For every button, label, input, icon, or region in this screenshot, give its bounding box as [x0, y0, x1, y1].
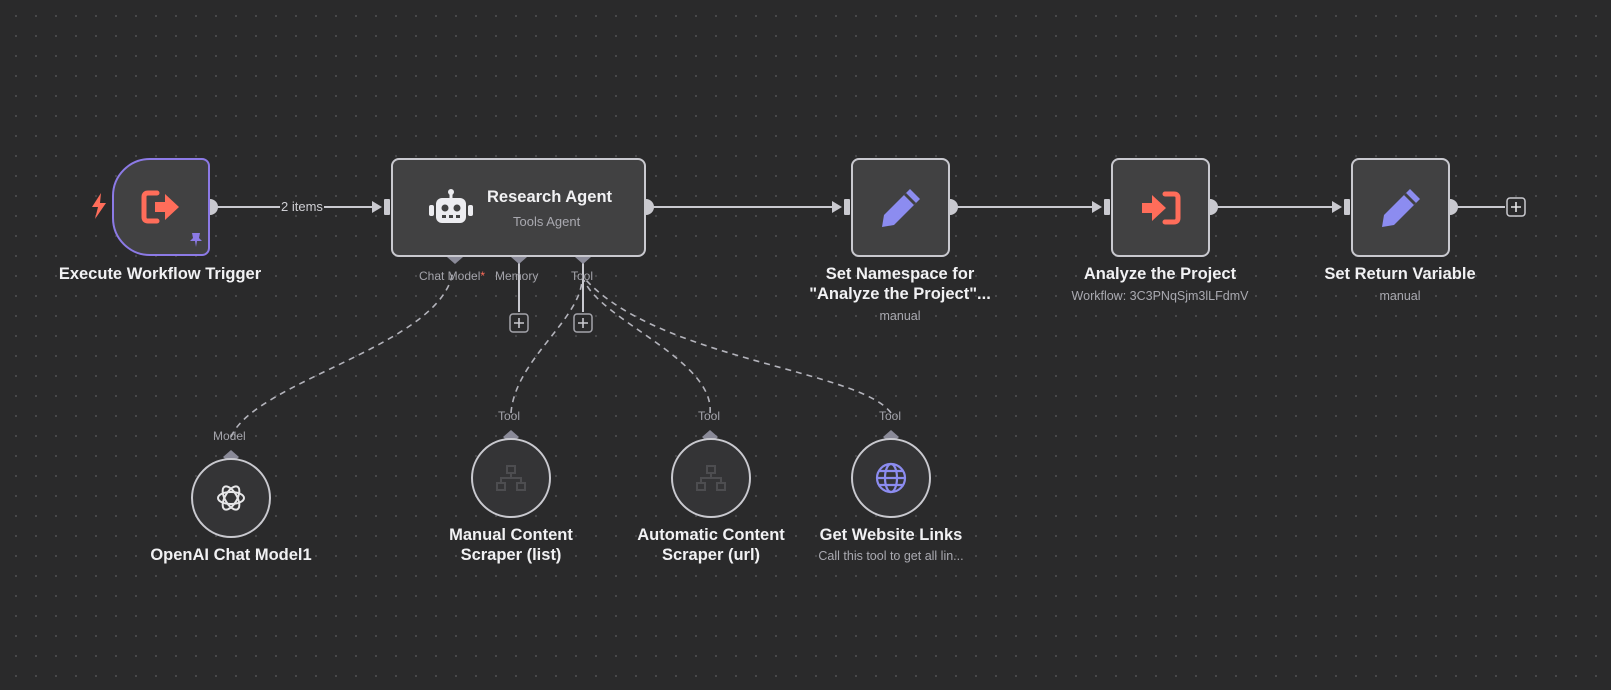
- add-node-button[interactable]: [1506, 197, 1526, 217]
- manual-content-scraper-label: Manual Content Scraper (list): [449, 526, 573, 564]
- pencil-icon: [1353, 160, 1448, 255]
- tool-port-label: Tool: [571, 269, 594, 283]
- pencil-icon: [853, 160, 948, 255]
- openai-chat-model-node[interactable]: [191, 458, 271, 538]
- memory-port-label: Memory: [495, 269, 539, 283]
- set-return-variable-node[interactable]: [1351, 158, 1450, 257]
- connection-links-tool: [585, 279, 892, 414]
- analyze-project-label: Analyze the Project: [1083, 265, 1237, 283]
- get-website-links-node[interactable]: [851, 438, 931, 518]
- sitemap-icon: [673, 440, 749, 516]
- set-namespace-label: Set Namespace for "Analyze the Project".…: [809, 265, 991, 303]
- get-website-links-label: Get Website Links: [819, 526, 963, 544]
- connection-auto-tool: [583, 279, 711, 414]
- globe-icon: [853, 440, 929, 516]
- add-memory-button[interactable]: [509, 313, 529, 333]
- openai-chat-model-label: OpenAI Chat Model1: [150, 546, 312, 564]
- edge-item-count: 2 items: [280, 199, 324, 214]
- research-agent-title: Research Agent: [487, 188, 613, 206]
- get-website-links-subtitle: Call this tool to get all lin...: [818, 549, 964, 563]
- auto-scraper-port-label: Tool: [698, 409, 721, 423]
- manual-scraper-port-label: Tool: [498, 409, 521, 423]
- add-tool-button[interactable]: [573, 313, 593, 333]
- sign-out-icon: [114, 160, 208, 254]
- automatic-content-scraper-label: Automatic Content Scraper (url): [637, 526, 785, 564]
- lightning-icon: [88, 192, 110, 220]
- sitemap-icon: [473, 440, 549, 516]
- research-agent-node[interactable]: Research Agent Tools Agent: [391, 158, 646, 257]
- execute-workflow-trigger-node[interactable]: [112, 158, 210, 256]
- openai-icon: [193, 460, 269, 536]
- research-agent-subtitle: Tools Agent: [513, 214, 581, 229]
- set-return-variable-subtitle: manual: [1379, 289, 1421, 303]
- robot-icon: [429, 188, 473, 226]
- execute-workflow-trigger-label: Execute Workflow Trigger: [58, 265, 262, 283]
- manual-content-scraper-node[interactable]: [471, 438, 551, 518]
- set-return-variable-label: Set Return Variable: [1324, 265, 1476, 283]
- connection-model-agent: [230, 269, 454, 438]
- set-namespace-subtitle: manual: [879, 309, 921, 323]
- website-links-port-label: Tool: [879, 409, 902, 423]
- chat-model-port-label: Chat Model*: [419, 269, 486, 283]
- model-port-label: Model: [213, 429, 246, 443]
- analyze-project-node[interactable]: [1111, 158, 1210, 257]
- automatic-content-scraper-node[interactable]: [671, 438, 751, 518]
- pin-icon[interactable]: [188, 232, 204, 248]
- sign-in-icon: [1113, 160, 1208, 255]
- set-namespace-node[interactable]: [851, 158, 950, 257]
- connection-manual-tool: [510, 279, 583, 414]
- analyze-project-subtitle: Workflow: 3C3PNqSjm3lLFdmV: [1071, 289, 1249, 303]
